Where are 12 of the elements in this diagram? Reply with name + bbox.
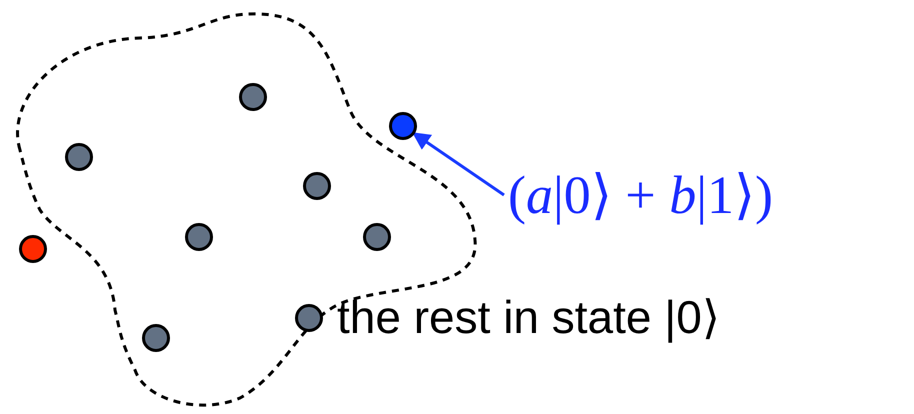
- dot: [142, 324, 170, 352]
- state-formula: (a|0⟩ + b|1⟩): [508, 155, 903, 235]
- dot: [295, 304, 323, 332]
- dot: [19, 235, 47, 263]
- dot: [389, 112, 417, 140]
- dot: [303, 172, 331, 200]
- dot: [65, 143, 93, 171]
- dot: [185, 223, 213, 251]
- arrow: [412, 132, 505, 196]
- dot: [239, 83, 267, 111]
- dot: [363, 223, 391, 251]
- state-caption: the rest in state |0⟩: [337, 290, 720, 344]
